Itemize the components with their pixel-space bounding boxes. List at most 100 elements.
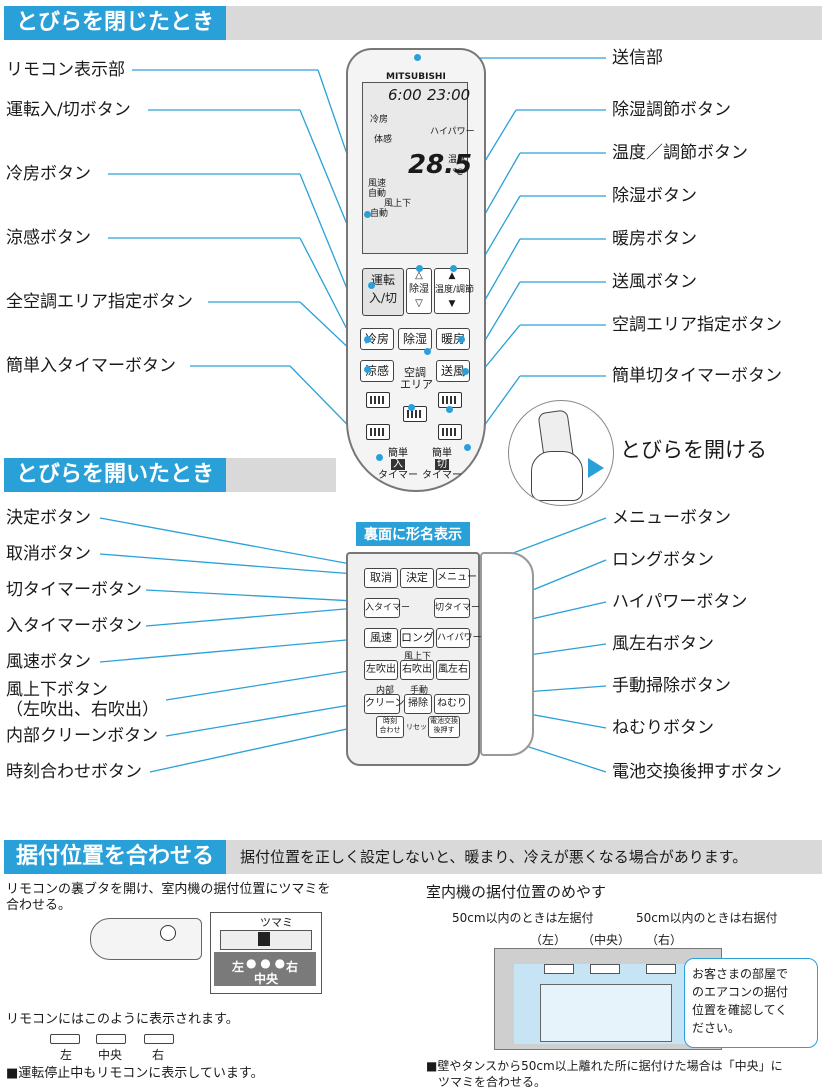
left-blow-button[interactable]: 左吹出 <box>364 660 398 680</box>
label-battery-button: 電池交換後押すボタン <box>612 762 782 782</box>
clock-button[interactable]: 時刻 合わせ <box>376 716 404 738</box>
right-footnote-1: ■壁やタンスから50cm以上離れた所に据付けた場合は「中央」に <box>426 1059 783 1073</box>
remote-open-door <box>480 552 534 756</box>
ok-button[interactable]: 決定 <box>400 568 434 588</box>
knob-circle <box>160 925 176 941</box>
label-updown-button: 風上下ボタン <box>6 680 108 700</box>
room-note-1: お客さまの部屋で <box>692 967 789 981</box>
room-note-3: 位置を確認してく <box>692 1003 788 1017</box>
power-button[interactable]: 運転 入/切 <box>362 268 404 316</box>
dot-easy-on <box>376 454 383 461</box>
dry-button[interactable]: 除湿 <box>398 328 432 350</box>
battery-2: 後押す <box>433 726 455 734</box>
open-door-illustration <box>508 400 614 506</box>
fan-button[interactable]: 送風 <box>436 360 470 382</box>
label-on-timer-button: 入タイマーボタン <box>6 616 142 636</box>
pos-right: （右） <box>646 933 683 947</box>
right-title: 室内機の据付位置のめやす <box>426 883 607 901</box>
lcd-time-on: 6:00 <box>388 86 422 104</box>
lcd-temperature: 28.5 <box>408 150 473 180</box>
menu-button[interactable]: メニュー <box>436 568 477 588</box>
sleep-button[interactable]: ねむり <box>434 694 470 714</box>
right-right-note: 50cm以内のときは右据付 <box>636 911 778 925</box>
label-speed-button: 風速ボタン <box>6 652 91 672</box>
knob-right: 右 <box>286 960 299 974</box>
label-temp-adjust-button: 温度／調節ボタン <box>612 143 748 163</box>
area-left-bottom-button[interactable] <box>366 424 390 440</box>
label-heat-button: 暖房ボタン <box>612 229 697 249</box>
temp-adjust-button[interactable]: ▲温度/調節▼ <box>434 268 474 314</box>
right-blow-button[interactable]: 右吹出 <box>400 660 434 680</box>
dot-temp-adj <box>450 265 457 272</box>
label-lr-button: 風左右ボタン <box>612 634 714 654</box>
reset-label: リセット <box>406 723 434 731</box>
power-button-line2: 入/切 <box>368 291 398 305</box>
left-instruction-2: 合わせる。 <box>6 898 72 913</box>
pos-center: （中央） <box>582 933 631 947</box>
speed-button[interactable]: 風速 <box>364 628 398 648</box>
display-icon-left <box>50 1034 80 1044</box>
clock-1: 時刻 <box>383 717 397 725</box>
room-note-2: のエアコンの据付 <box>692 985 789 999</box>
easy-on-timer-button[interactable]: 簡単 入 タイマー <box>378 448 418 481</box>
label-remote-display: リモコン表示部 <box>6 60 125 80</box>
dot-easy-off <box>464 444 471 451</box>
dot-heat <box>458 336 465 343</box>
on-timer-button[interactable]: 入タイマー <box>364 598 410 618</box>
remote-lcd <box>362 82 468 254</box>
label-cancel-button: 取消ボタン <box>6 544 91 564</box>
inner-clean-button[interactable]: クリーン <box>364 694 405 714</box>
area-caption-2: エリア <box>400 378 433 391</box>
label-all-area-button: 全空調エリア指定ボタン <box>6 292 193 312</box>
dot-dehum-adj <box>416 265 423 272</box>
dot-dry <box>424 348 431 355</box>
dot-coolfeel <box>364 366 371 373</box>
cool-button[interactable]: 冷房 <box>360 328 394 350</box>
label-sleep-button: ねむりボタン <box>612 718 714 738</box>
display-icon-right <box>144 1034 174 1044</box>
dot-cool <box>364 336 371 343</box>
hand-drawing <box>531 451 583 501</box>
pos-left: （左） <box>530 933 567 947</box>
easy-on-2: 入 <box>391 459 405 470</box>
right-footnote-2: ツマミを合わせる。 <box>438 1075 547 1089</box>
temp-adjust-label: 温度/調節 <box>435 285 475 295</box>
label-fan-button: 送風ボタン <box>612 272 697 292</box>
area-left-top-button[interactable] <box>366 392 390 408</box>
cool-feel-button[interactable]: 涼感 <box>360 360 394 382</box>
cancel-button[interactable]: 取消 <box>364 568 398 588</box>
dehum-adjust-label: 除湿 <box>409 284 429 295</box>
room-note-box <box>684 958 818 1048</box>
manual-caption: 手動 <box>410 686 429 696</box>
label-cool-feel-button: 涼感ボタン <box>6 228 91 248</box>
display-icon-center <box>96 1034 126 1044</box>
label-power-button: 運転入/切ボタン <box>6 100 131 120</box>
lcd-mode: 冷房 <box>370 115 389 125</box>
dot-power <box>368 282 375 289</box>
right-left-note: 50cm以内のときは左据付 <box>452 911 594 925</box>
open-door-label: とびらを開ける <box>620 438 767 462</box>
lr-button[interactable]: 風左右 <box>436 660 470 680</box>
off-timer-button[interactable]: 切タイマー <box>434 598 480 618</box>
label-dehum-adjust-button: 除湿調節ボタン <box>612 100 731 120</box>
easy-off-timer-button[interactable]: 簡単 切 タイマー <box>422 448 462 481</box>
label-off-timer-button: 切タイマーボタン <box>6 580 142 600</box>
label-easy-off-timer-button: 簡単切タイマーボタン <box>612 366 782 386</box>
long-button[interactable]: ロング <box>400 628 434 648</box>
manual-clean-button[interactable]: 掃除 <box>404 694 432 714</box>
dehum-adjust-button[interactable]: △除湿▽ <box>406 268 432 314</box>
lcd-fan: 風速 <box>368 179 387 189</box>
label-long-button: ロングボタン <box>612 550 714 570</box>
battery-button[interactable]: 電池交換 後押す <box>428 716 460 738</box>
knob-marker <box>258 932 270 946</box>
knob-left: 左 <box>232 960 245 974</box>
dot-area <box>446 406 453 413</box>
area-right-bottom-button[interactable] <box>438 424 462 440</box>
easy-on-1: 簡単 <box>388 448 408 459</box>
label-dehum-button: 除湿ボタン <box>612 186 697 206</box>
section3-title: 据付位置を合わせる <box>4 840 227 874</box>
area-caption-1: 空調 <box>404 366 426 379</box>
area-all-button[interactable] <box>403 406 427 422</box>
updown-caption: 風上下 <box>404 652 432 662</box>
hipower-button[interactable]: ハイパワー <box>436 628 482 648</box>
